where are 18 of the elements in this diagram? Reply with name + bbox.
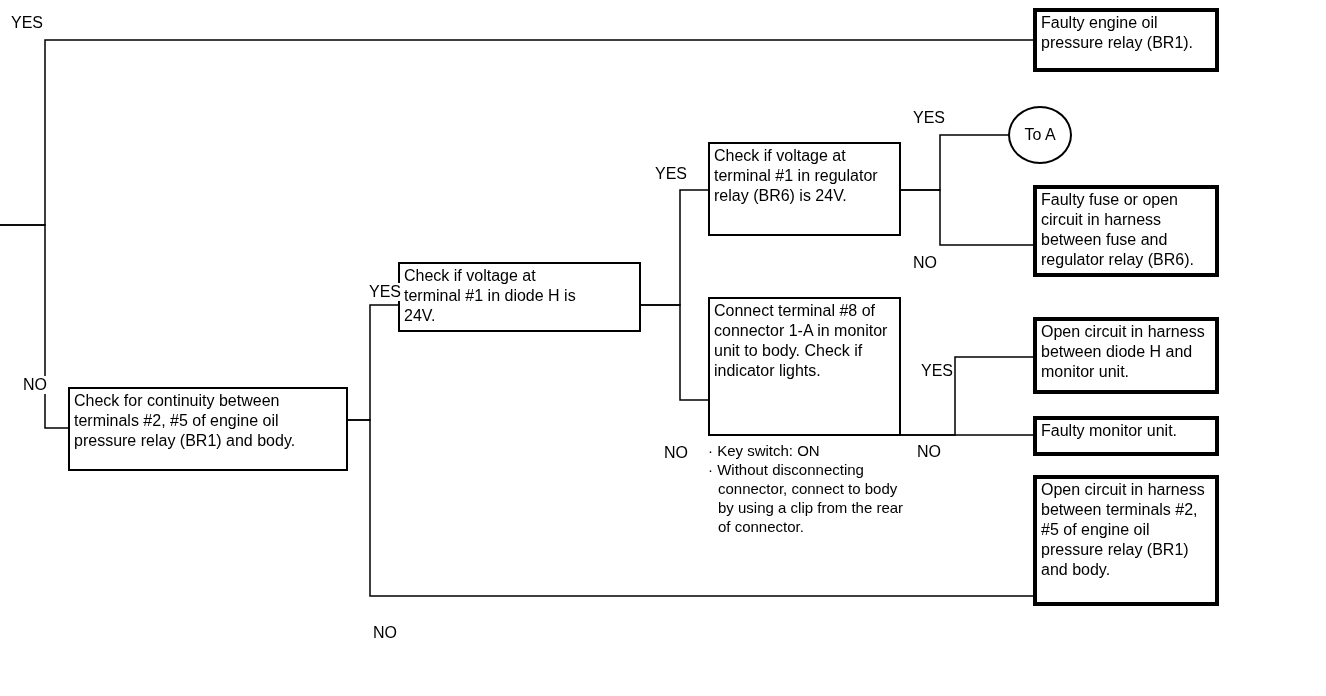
result-box: Faulty fuse or open circuit in harness between fuse and regulator relay (BR6). — [1033, 185, 1219, 277]
result-box: Faulty monitor unit. — [1033, 416, 1219, 456]
note-text: · Key switch: ON — [708, 441, 821, 460]
connector-line — [347, 419, 1034, 597]
result-box: Open circuit in harness between diode H and monitor unit. — [1033, 317, 1219, 394]
connector-line — [900, 189, 1034, 246]
check-box: Check for continuity between terminals #2, #5 of engine oil pressure relay (BR1) and body. — [68, 387, 348, 471]
note-text: · Without disconnecting connector, connect to body by using a clip from the rear of connector. — [708, 460, 905, 536]
connector-line — [640, 304, 709, 401]
result-box: Faulty engine oil pressure relay (BR1). — [1033, 8, 1219, 72]
result-box: Open circuit in harness between terminals #2, #5 of engine oil pressure relay (BR1) and body. — [1033, 475, 1219, 606]
check-box: Check if voltage at terminal #1 in regulator relay (BR6) is 24V. — [708, 142, 901, 236]
check-box: Connect terminal #8 of connector 1-A in monitor unit to body. Check if indicator lights. — [708, 297, 901, 436]
connector-line — [900, 434, 1034, 436]
connector-circle: To A — [1008, 106, 1072, 164]
edge-label: NO — [22, 376, 48, 394]
edge-label: YES — [368, 283, 402, 301]
connector-line — [0, 224, 69, 429]
